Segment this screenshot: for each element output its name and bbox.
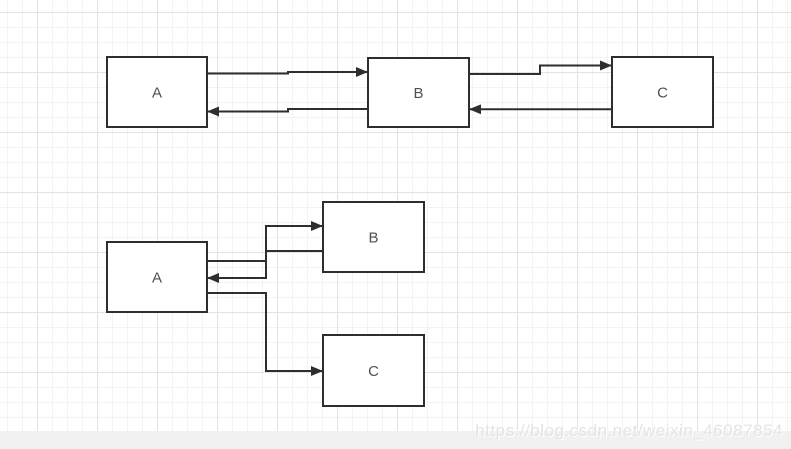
node-bottom-c-shape[interactable] — [322, 334, 425, 407]
node-top-c-shape[interactable] — [611, 56, 714, 128]
edge-bottom-a-to-b[interactable] — [207, 221, 323, 262]
node-bottom-b-label: B — [368, 229, 378, 246]
node-bottom-a-shape[interactable] — [106, 241, 208, 313]
edge-bottom-b-to-a[interactable] — [207, 250, 323, 283]
node-top-b[interactable]: B — [367, 57, 470, 128]
node-bottom-b-shape[interactable] — [322, 201, 425, 273]
edge-top-b-to-a[interactable] — [207, 106, 368, 117]
edges-layer — [207, 60, 612, 376]
node-top-a[interactable]: A — [106, 56, 208, 128]
node-top-a-shape[interactable] — [106, 56, 208, 128]
node-top-b-shape[interactable] — [367, 57, 470, 128]
node-bottom-a[interactable]: A — [106, 241, 208, 313]
node-top-c[interactable]: C — [611, 56, 714, 128]
edge-bottom-a-to-c[interactable] — [207, 292, 323, 376]
node-top-b-label: B — [413, 85, 423, 102]
node-top-c-label: C — [657, 84, 668, 101]
horizontal-scrollbar-track[interactable] — [0, 431, 791, 449]
node-bottom-b[interactable]: B — [322, 201, 425, 273]
edge-top-b-to-c[interactable] — [469, 60, 612, 75]
edge-top-a-to-b[interactable] — [207, 67, 368, 77]
node-bottom-c-label: C — [368, 363, 379, 380]
node-bottom-c[interactable]: C — [322, 334, 425, 407]
node-bottom-a-label: A — [152, 269, 162, 286]
nodes-layer: A B C A B C — [106, 56, 714, 407]
node-top-a-label: A — [152, 84, 162, 101]
